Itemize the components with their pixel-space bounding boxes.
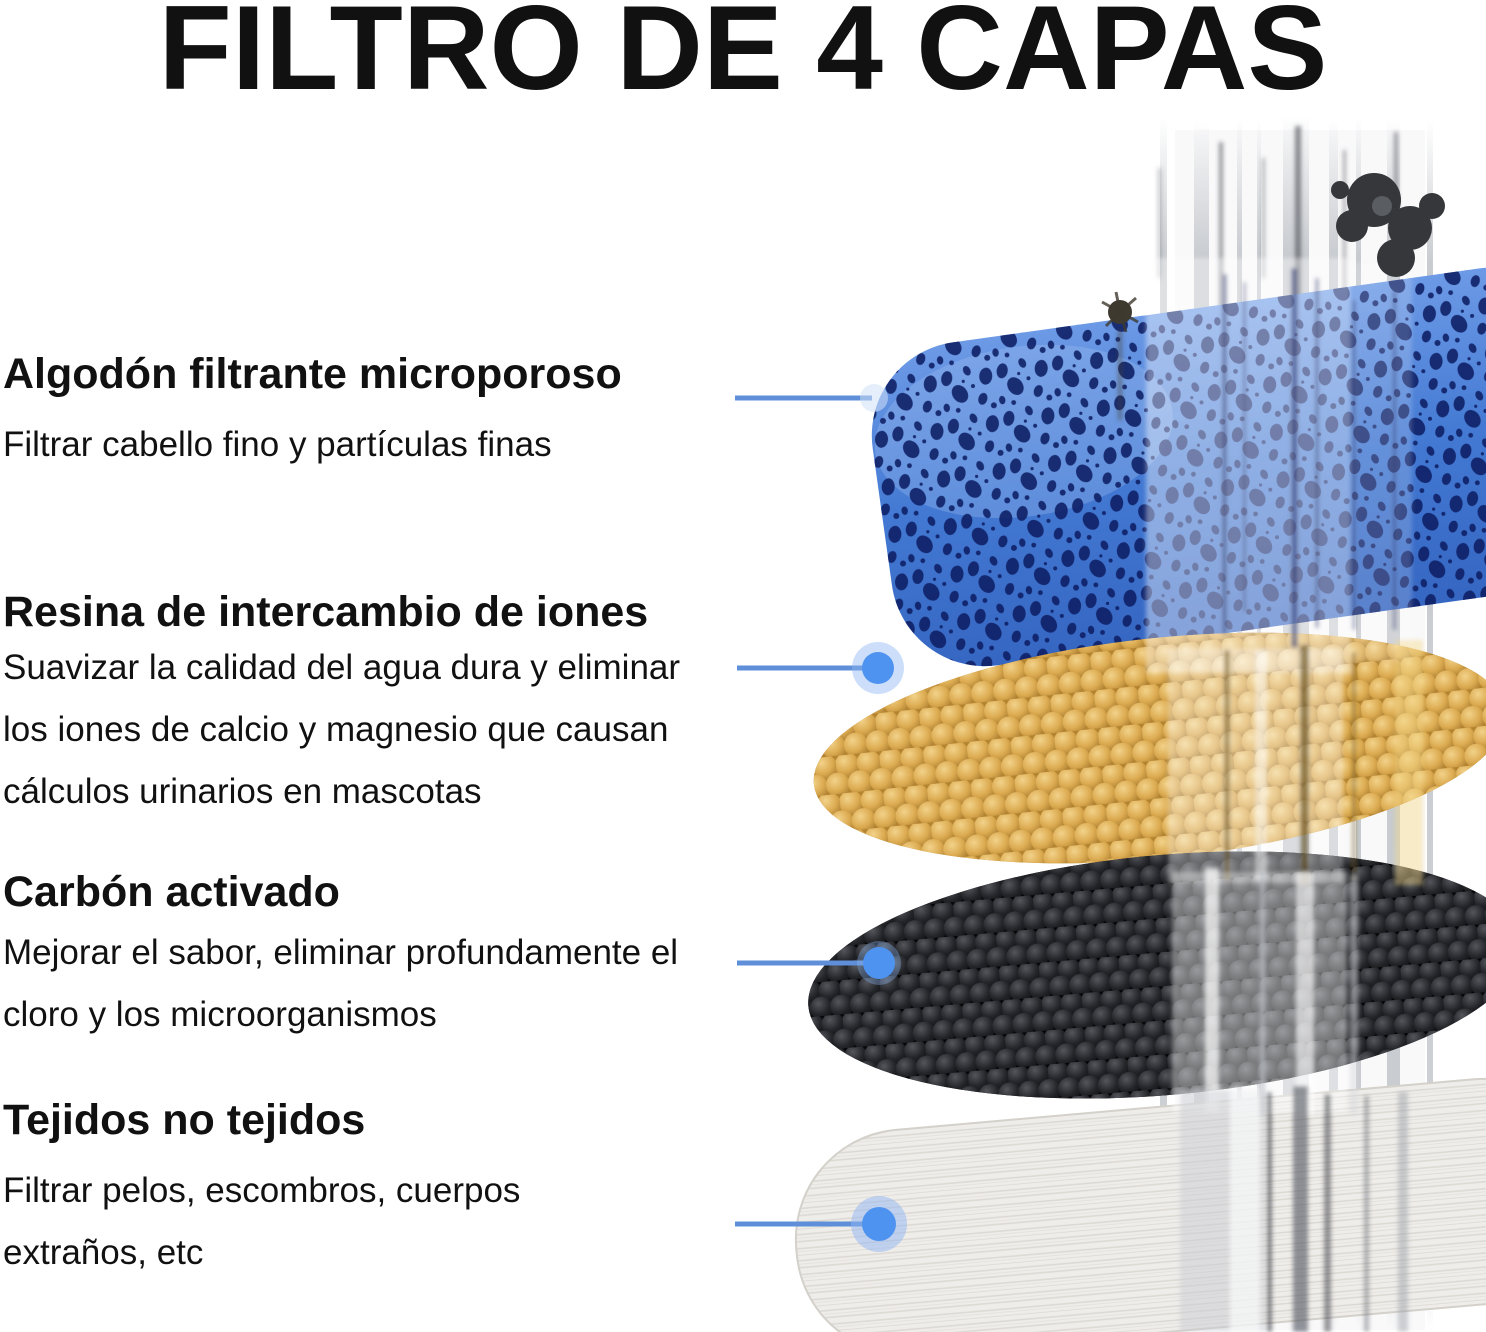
description-line: Mejorar el sabor, eliminar profundamente… (3, 933, 679, 972)
leader-dot-1 (860, 384, 888, 412)
section-description-resin: Suavizar la calidad del agua dura y elim… (3, 637, 763, 823)
leader-dot-4 (862, 1207, 896, 1241)
leader-dots (851, 384, 907, 1252)
section-heading-resin: Resina de intercambio de iones (3, 588, 649, 636)
carbon-layer-graphic (808, 851, 1486, 1099)
hair-speck-graphic (1101, 291, 1139, 333)
description-line: cloro y los microorganismos (3, 995, 437, 1034)
page-title: FILTRO DE 4 CAPAS (158, 0, 1328, 115)
description-line: cálculos urinarios en mascotas (3, 772, 482, 811)
section-description-carbon: Mejorar el sabor, eliminar profundamente… (3, 922, 763, 1046)
description-line: Suavizar la calidad del agua dura y elim… (3, 648, 681, 687)
section-heading-carbon: Carbón activado (3, 868, 340, 916)
description-line: Filtrar pelos, escombros, cuerpos (3, 1171, 521, 1210)
section-heading-fabric: Tejidos no tejidos (3, 1096, 366, 1144)
description-line: extraños, etc (3, 1233, 204, 1272)
fabric-layer-graphic (794, 1077, 1486, 1332)
description-line: los iones de calcio y magnesio que causa… (3, 710, 669, 749)
water-stream-overlay (1118, 258, 1423, 1332)
section-description-fabric: Filtrar pelos, escombros, cuerpos extrañ… (3, 1160, 763, 1284)
description-line: Filtrar cabello fino y partículas finas (3, 425, 552, 464)
section-heading-cotton: Algodón filtrante microporoso (3, 350, 622, 398)
section-description-cotton: Filtrar cabello fino y partículas finas (3, 414, 763, 476)
leader-dot-2 (862, 652, 894, 684)
water-stream-back (1158, 116, 1433, 1332)
sponge-layer-graphic (871, 267, 1486, 667)
debris-graphic (1331, 173, 1445, 277)
leader-dot-3 (863, 947, 895, 979)
resin-layer-graphic (813, 632, 1486, 864)
